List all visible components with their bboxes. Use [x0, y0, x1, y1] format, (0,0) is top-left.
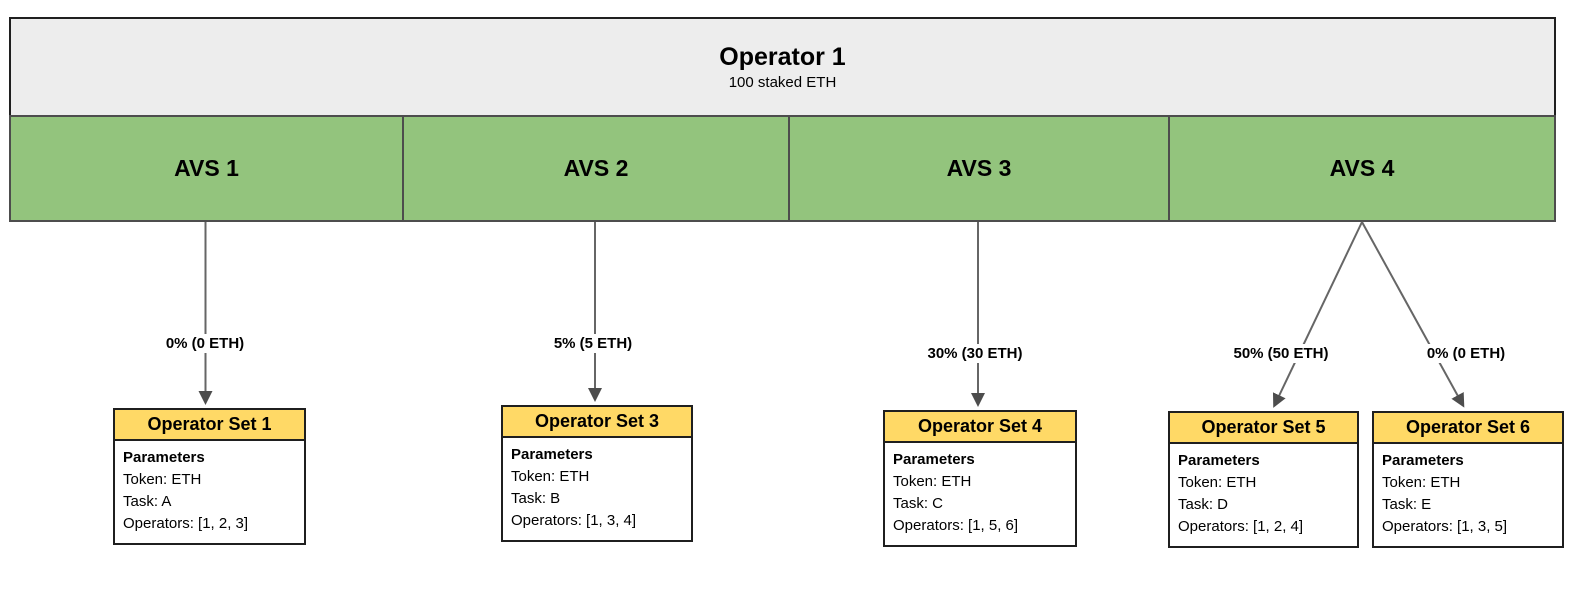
operator-set-params: Parameters Token: ETH Task: E Operators:…: [1374, 444, 1562, 546]
param-operators: Operators: [1, 3, 4]: [511, 512, 637, 529]
operator-set-params: Parameters Token: ETH Task: C Operators:…: [885, 443, 1075, 545]
operator-set-params: Parameters Token: ETH Task: D Operators:…: [1170, 444, 1357, 546]
param-task: Task: D: [1178, 496, 1229, 513]
operator-set-title: Operator Set 4: [885, 412, 1075, 443]
param-token: Token: ETH: [123, 471, 202, 488]
avs-bar: AVS 1 AVS 2 AVS 3 AVS 4: [9, 115, 1556, 222]
param-operators: Operators: [1, 5, 6]: [893, 517, 1019, 534]
params-heading: Parameters: [1382, 452, 1464, 469]
allocation-label-avs4-right: 0% (0 ETH): [1421, 344, 1511, 363]
param-operators: Operators: [1, 2, 3]: [123, 515, 249, 532]
avs-cell-2: AVS 2: [404, 117, 790, 220]
allocation-label-avs4-left: 50% (50 ETH): [1228, 344, 1334, 363]
operator-set-card-5: Operator Set 5 Parameters Token: ETH Tas…: [1168, 411, 1359, 548]
operator-stake-subtitle: 100 staked ETH: [728, 73, 837, 91]
operator-set-card-3: Operator Set 3 Parameters Token: ETH Tas…: [501, 405, 693, 542]
allocation-label-avs3: 30% (30 ETH): [922, 344, 1028, 363]
operator-set-params: Parameters Token: ETH Task: B Operators:…: [503, 438, 691, 540]
arrow-avs4-set5: [1272, 221, 1363, 408]
param-operators: Operators: [1, 3, 5]: [1382, 518, 1508, 535]
param-token: Token: ETH: [893, 473, 972, 490]
operator-set-title: Operator Set 1: [115, 410, 304, 441]
operator-set-title: Operator Set 6: [1374, 413, 1562, 444]
param-operators: Operators: [1, 2, 4]: [1178, 518, 1304, 535]
allocation-label-avs2: 5% (5 ETH): [548, 334, 638, 353]
operator-title: Operator 1: [719, 42, 846, 71]
arrow-avs4-set6: [1361, 221, 1465, 408]
operator-set-card-6: Operator Set 6 Parameters Token: ETH Tas…: [1372, 411, 1564, 548]
param-task: Task: C: [893, 495, 944, 512]
param-task: Task: B: [511, 490, 561, 507]
avs-cell-4: AVS 4: [1329, 155, 1395, 181]
operator-set-card-4: Operator Set 4 Parameters Token: ETH Tas…: [883, 410, 1077, 547]
params-heading: Parameters: [511, 446, 593, 463]
avs-cell-3: AVS 3: [790, 117, 1170, 220]
params-heading: Parameters: [893, 451, 975, 468]
param-token: Token: ETH: [1382, 474, 1461, 491]
operator-set-params: Parameters Token: ETH Task: A Operators:…: [115, 441, 304, 543]
param-token: Token: ETH: [511, 468, 590, 485]
param-task: Task: A: [123, 493, 172, 510]
params-heading: Parameters: [123, 449, 205, 466]
operator-set-card-1: Operator Set 1 Parameters Token: ETH Tas…: [113, 408, 306, 545]
operator-box: Operator 1 100 staked ETH: [9, 17, 1556, 117]
operator-set-title: Operator Set 5: [1170, 413, 1357, 444]
params-heading: Parameters: [1178, 452, 1260, 469]
avs-cell-1: AVS 1: [11, 117, 404, 220]
param-task: Task: E: [1382, 496, 1432, 513]
allocation-label-avs1: 0% (0 ETH): [160, 334, 250, 353]
param-token: Token: ETH: [1178, 474, 1257, 491]
operator-set-title: Operator Set 3: [503, 407, 691, 438]
